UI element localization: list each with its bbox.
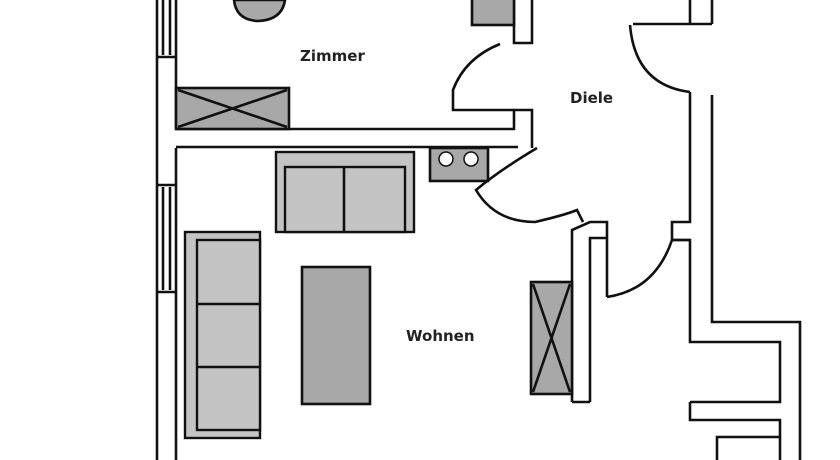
door-diele-lower[interactable] (606, 238, 690, 299)
stove (428, 146, 490, 183)
coffee-table (300, 265, 372, 406)
room-label-diele: Diele (570, 89, 613, 107)
sofa-top (274, 150, 416, 234)
wardrobe-zimmer (174, 86, 291, 131)
round-table (232, 0, 287, 23)
door-zimmer[interactable] (451, 42, 514, 112)
cabinet-top (470, 0, 516, 27)
room-label-zimmer: Zimmer (300, 47, 365, 65)
sofa-left (183, 230, 262, 440)
outer-wall-left (155, 0, 178, 460)
door-wohnen[interactable] (474, 146, 585, 224)
interior-wall-diele (570, 0, 802, 460)
wardrobe-wohnen (529, 280, 574, 396)
room-label-wohnen: Wohnen (406, 327, 475, 345)
door-entrance[interactable] (628, 24, 691, 94)
